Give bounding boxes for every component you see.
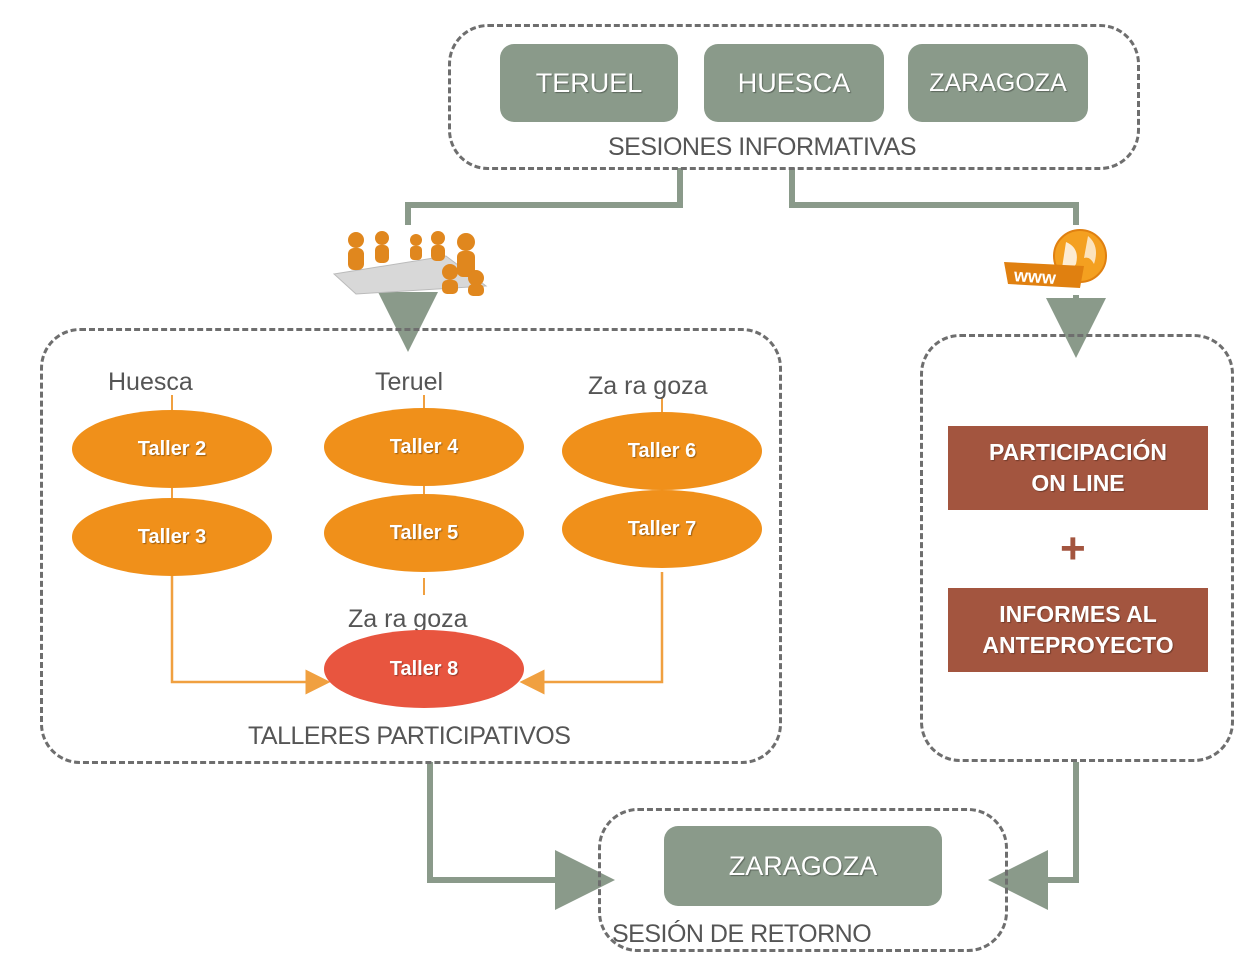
talleres-container — [40, 328, 782, 764]
arrow-taller3-to-taller8 — [170, 572, 331, 695]
talleres-city-huesca: Huesca — [108, 368, 193, 396]
arrow-taller7-to-taller8 — [519, 572, 664, 695]
connector-to-talleres — [405, 168, 683, 225]
sesion-huesca-box: HUESCA — [704, 44, 884, 122]
connector-talleres-retorno — [427, 762, 615, 910]
talleres-city-teruel: Teruel — [375, 368, 444, 396]
online-container — [920, 334, 1234, 762]
connector-online-retorno — [988, 762, 1079, 910]
taller-2-node: Taller 2 — [72, 410, 272, 488]
taller-5-node: Taller 5 — [324, 494, 524, 572]
taller-3-node: Taller 3 — [72, 498, 272, 576]
taller-6-node: Taller 6 — [562, 412, 762, 490]
talleres-caption: TALLERES PARTICIPATIVOS — [248, 722, 571, 750]
participacion-online-box: PARTICIPACIÓN ON LINE — [948, 426, 1208, 510]
sesion-teruel-box: TERUEL — [500, 44, 678, 122]
www-globe-icon: www — [1000, 226, 1120, 298]
retorno-zaragoza-box: ZARAGOZA — [664, 826, 942, 906]
talleres-final-city: Za ra goza — [348, 605, 468, 633]
retorno-caption: SESIÓN DE RETORNO — [612, 920, 872, 948]
connector-to-online — [789, 168, 1079, 225]
taller-8-node: Taller 8 — [324, 630, 524, 708]
sesion-zaragoza-box: ZARAGOZA — [908, 44, 1088, 122]
taller-7-node: Taller 7 — [562, 490, 762, 568]
sesiones-caption: SESIONES INFORMATIVAS — [608, 133, 917, 161]
sesiones-container — [448, 24, 1140, 170]
svg-text:www: www — [1012, 265, 1057, 288]
retorno-container — [598, 808, 1008, 952]
plus-sign: + — [1060, 524, 1086, 573]
taller-4-node: Taller 4 — [324, 408, 524, 486]
talleres-city-zaragoza: Za ra goza — [588, 372, 708, 400]
meeting-people-icon — [326, 226, 490, 296]
informes-anteproyecto-box: INFORMES AL ANTEPROYECTO — [948, 588, 1208, 672]
